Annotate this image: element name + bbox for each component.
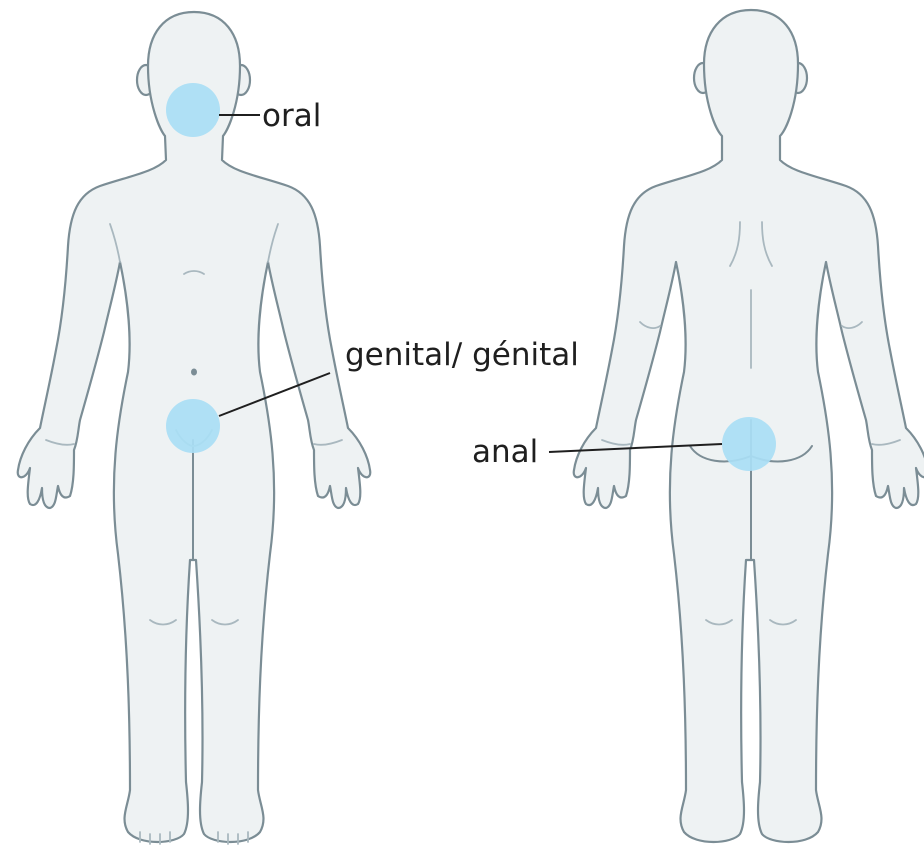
oral-label: oral bbox=[262, 98, 321, 134]
oral-zone-highlight bbox=[166, 83, 220, 137]
anal-zone-highlight bbox=[722, 417, 776, 471]
genital-label: genital/ génital bbox=[345, 337, 579, 373]
genital-zone-highlight bbox=[166, 399, 220, 453]
anal-label: anal bbox=[472, 434, 538, 470]
navel bbox=[191, 369, 197, 376]
